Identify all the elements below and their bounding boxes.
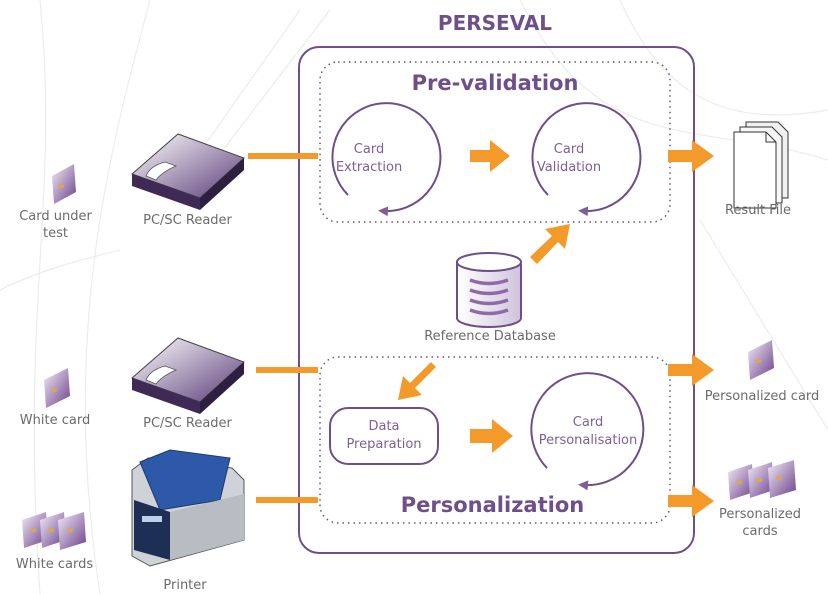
result-file-label: Result File (724, 203, 792, 218)
prevalidation-title: Pre-validation (411, 71, 579, 95)
personalized-cards-label: Personalized cards (719, 507, 801, 539)
white-cards-icon (22, 512, 86, 550)
perseval-title: PERSEVAL (437, 11, 553, 35)
result-file-icon (733, 121, 789, 209)
card-under-test-label: Card under test (19, 209, 92, 241)
personalized-card-label: Personalized card (704, 389, 820, 404)
pcsc-reader-bottom-icon (131, 337, 245, 414)
card-validation-circle (531, 102, 642, 217)
database-icon (456, 252, 522, 328)
printer-label: Printer (163, 578, 207, 593)
card-validation-label: Card Validation (536, 142, 602, 175)
data-preparation-label: Data Preparation (346, 419, 422, 452)
white-card-label: White card (19, 413, 91, 428)
orange-arrows (398, 140, 714, 517)
card-extraction-circle (331, 102, 442, 217)
pcsc-reader-top-label: PC/SC Reader (143, 213, 232, 228)
personalized-cards-icon (728, 460, 796, 500)
personalization-title: Personalization (400, 493, 585, 517)
card-extraction-label: Card Extraction (335, 142, 403, 175)
pcsc-reader-bottom-label: PC/SC Reader (143, 416, 232, 431)
connector-lines (248, 153, 318, 503)
white-card-icon (44, 368, 70, 408)
card-personalisation-label: Card Personalisation (538, 415, 638, 448)
card-personalisation-circle (530, 372, 645, 491)
white-cards-label: White cards (15, 557, 94, 572)
reference-database-label: Reference Database (424, 329, 556, 344)
perseval-container (298, 46, 695, 554)
card-under-test-icon (52, 164, 76, 204)
personalized-card-icon (748, 340, 774, 380)
pcsc-reader-top-icon (131, 133, 245, 210)
personalization-box (319, 356, 671, 524)
data-preparation-box (329, 407, 439, 465)
printer-icon (131, 449, 245, 567)
